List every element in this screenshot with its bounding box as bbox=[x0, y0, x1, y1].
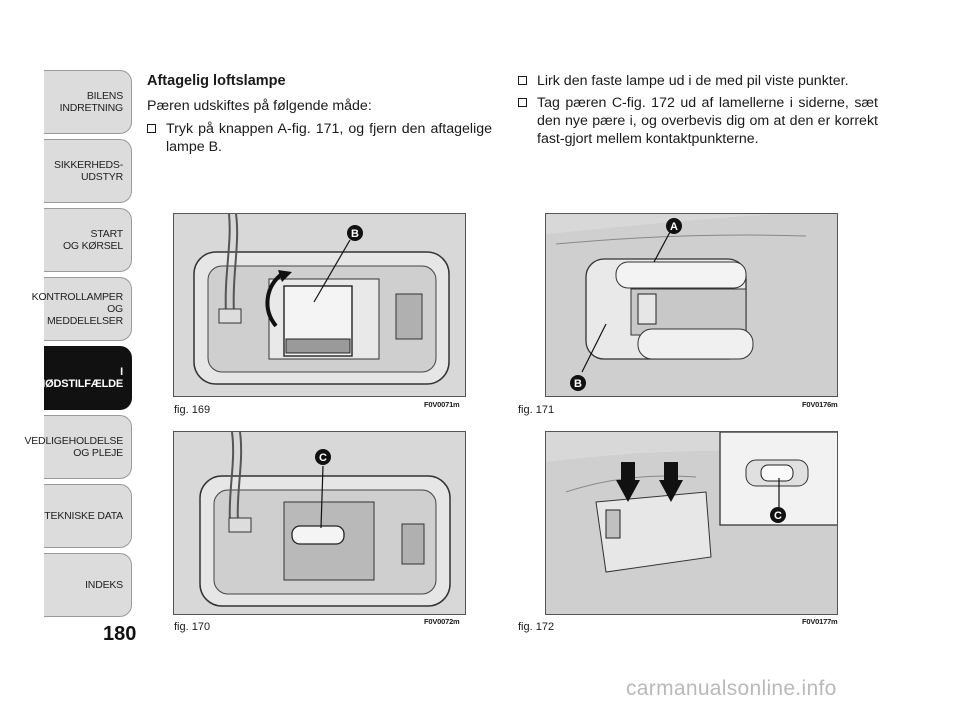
checkbox-bullet-icon bbox=[147, 124, 156, 133]
watermark-text: carmanualsonline.info bbox=[626, 677, 837, 700]
callout-c bbox=[315, 449, 331, 465]
figure-code: F0V0176m bbox=[802, 400, 838, 409]
callout-c bbox=[770, 507, 786, 523]
callout-b bbox=[347, 225, 363, 241]
figure-169: B bbox=[173, 213, 466, 397]
tab-vedligeholdelse[interactable]: VEDLIGEHOLDELSE OG PLEJE bbox=[24, 415, 132, 479]
figure-code: F0V0071m bbox=[424, 400, 460, 409]
checkbox-bullet-icon bbox=[518, 76, 527, 85]
figure-caption: fig. 170 bbox=[174, 621, 211, 633]
svg-text:C: C bbox=[319, 452, 327, 464]
tab-bilens-indretning[interactable]: BILENS INDRETNING bbox=[44, 70, 132, 134]
callout-b bbox=[570, 375, 586, 391]
left-text-column: Aftagelig loftslampe Pæren udskiftes på … bbox=[147, 72, 492, 160]
ceiling-lamp-illustration-171: A B bbox=[546, 214, 837, 396]
tab-sikkerhedsudstyr[interactable]: SIKKERHEDS- UDSTYR bbox=[44, 139, 132, 203]
tab-indeks[interactable]: INDEKS bbox=[44, 553, 132, 617]
ceiling-lamp-illustration-172: C bbox=[546, 432, 837, 614]
bullet-item: Tag pæren C-fig. 172 ud af lamellerne i … bbox=[518, 94, 878, 148]
figure-code: F0V0177m bbox=[802, 617, 838, 626]
checkbox-bullet-icon bbox=[518, 98, 527, 107]
tab-tekniske-data[interactable]: TEKNISKE DATA bbox=[44, 484, 132, 548]
lamp-illustration-170: C bbox=[199, 432, 451, 607]
page-number: 180 bbox=[103, 623, 137, 645]
arrow-down-icon bbox=[659, 480, 683, 502]
bullet-item: Lirk den faste lampe ud i de med pil vis… bbox=[518, 72, 878, 90]
svg-text:B: B bbox=[574, 378, 582, 390]
tab-i-nodstilfaelde[interactable]: I NØDSTILFÆLDE bbox=[37, 346, 132, 410]
svg-text:B: B bbox=[351, 228, 359, 240]
figure-170: C bbox=[173, 431, 466, 615]
svg-text:C: C bbox=[774, 510, 782, 522]
arrow-down-icon bbox=[616, 480, 640, 502]
figure-caption: fig. 172 bbox=[518, 621, 555, 633]
callout-a bbox=[666, 218, 682, 234]
figure-caption: fig. 171 bbox=[518, 404, 555, 416]
section-heading: Aftagelig loftslampe bbox=[147, 73, 286, 89]
figure-172: C bbox=[545, 431, 838, 615]
figure-code: F0V0072m bbox=[424, 617, 460, 626]
lamp-illustration-169: B bbox=[193, 214, 450, 385]
tab-start-og-korsel[interactable]: START OG KØRSEL bbox=[44, 208, 132, 272]
svg-text:A: A bbox=[670, 221, 678, 233]
figure-caption: fig. 169 bbox=[174, 404, 211, 416]
figure-171: A B bbox=[545, 213, 838, 397]
intro-text: Pæren udskiftes på følgende måde: bbox=[147, 98, 372, 114]
right-text-column: Lirk den faste lampe ud i de med pil vis… bbox=[518, 72, 878, 152]
tab-kontrollamper[interactable]: KONTROLLAMPER OG MEDDELELSER bbox=[32, 277, 132, 341]
bullet-item: Tryk på knappen A-fig. 171, og fjern den… bbox=[147, 120, 492, 156]
